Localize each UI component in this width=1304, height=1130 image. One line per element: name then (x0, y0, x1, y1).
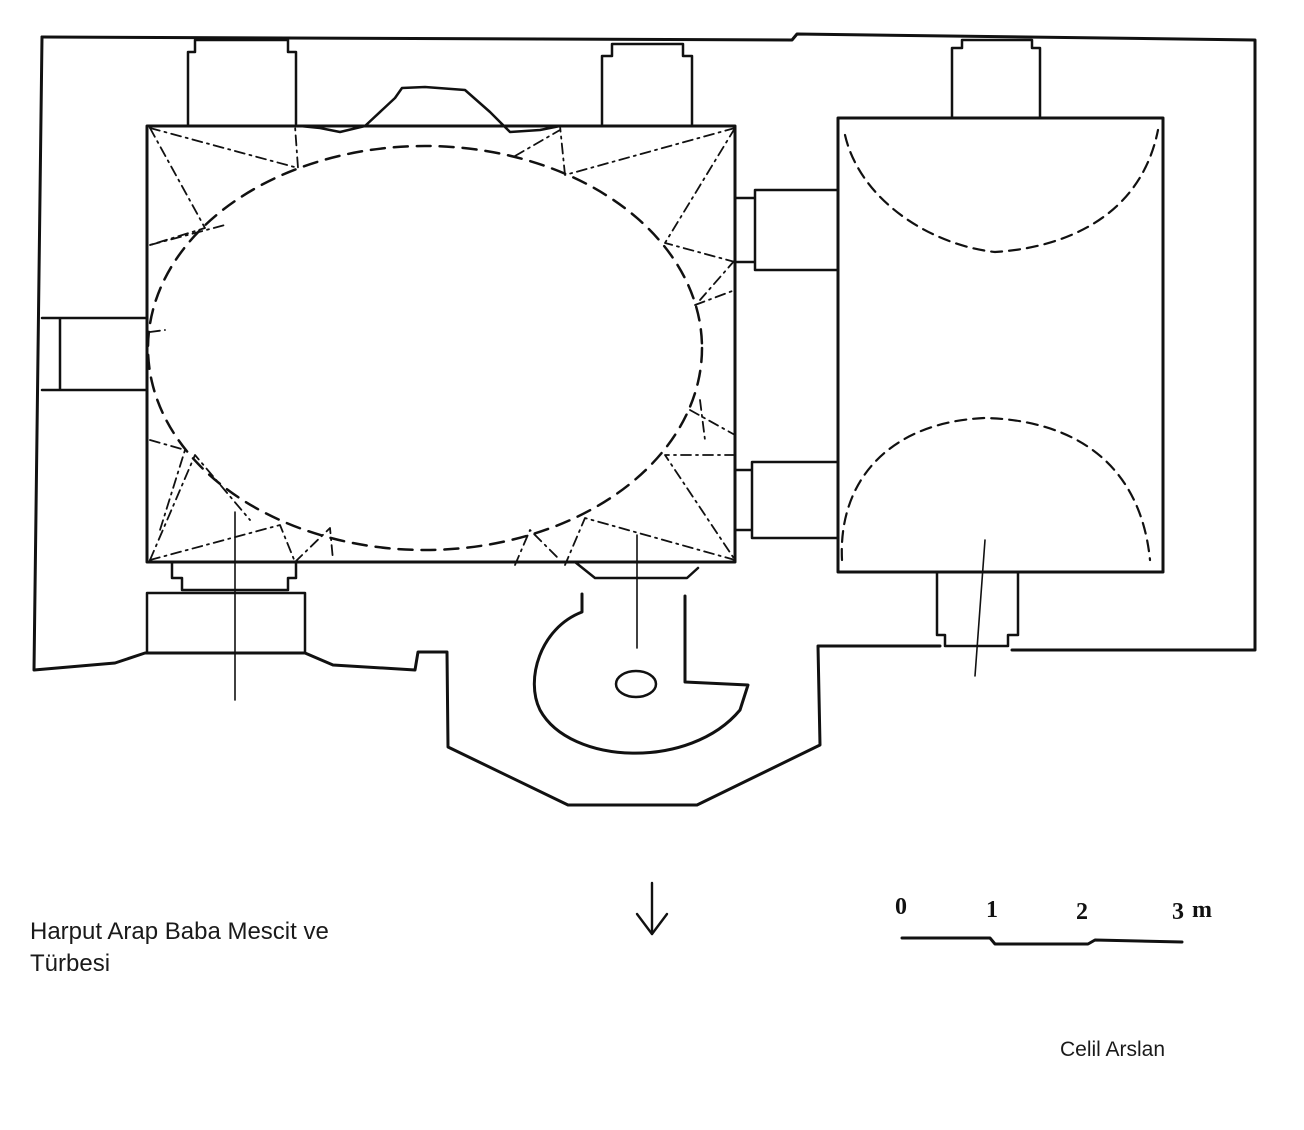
niche-south-2 (573, 560, 700, 580)
niche-west (40, 316, 149, 392)
scale-tick-0: 0 (895, 894, 907, 920)
turbe-room (836, 116, 1165, 574)
turbe-lower-arc (840, 416, 1152, 562)
north-wall-recess (298, 85, 562, 134)
pier-lower (733, 460, 840, 540)
arrow-down-icon (635, 881, 669, 936)
outer-wall-left (32, 35, 942, 807)
plan-caption: Harput Arap Baba Mescit ve Türbesi (30, 916, 329, 980)
apse-opening (614, 669, 658, 699)
caption-line-1: Harput Arap Baba Mescit ve (30, 918, 329, 945)
niche-north-2 (600, 42, 694, 126)
squinch-lines (149, 125, 736, 566)
scale-unit: m (1192, 897, 1212, 923)
outer-wall (40, 32, 1257, 652)
niche-south-1-block (145, 591, 307, 655)
axis-lines (234, 511, 986, 701)
scale-bar-line (900, 936, 1184, 946)
niche-south-1 (170, 560, 298, 592)
caption-line-2: Türbesi (30, 950, 111, 977)
niche-north-1 (186, 38, 298, 126)
scale-tick-3: 3 (1172, 899, 1184, 925)
scale-tick-1: 1 (986, 897, 998, 923)
apse (532, 592, 750, 755)
turbe-upper-arc (843, 128, 1160, 254)
author-credit: Celil Arslan (1060, 1038, 1166, 1061)
turbe-north-niche (950, 38, 1042, 120)
pier-upper (733, 188, 840, 272)
mescit-dome (146, 144, 704, 552)
scale-tick-2: 2 (1076, 899, 1088, 925)
